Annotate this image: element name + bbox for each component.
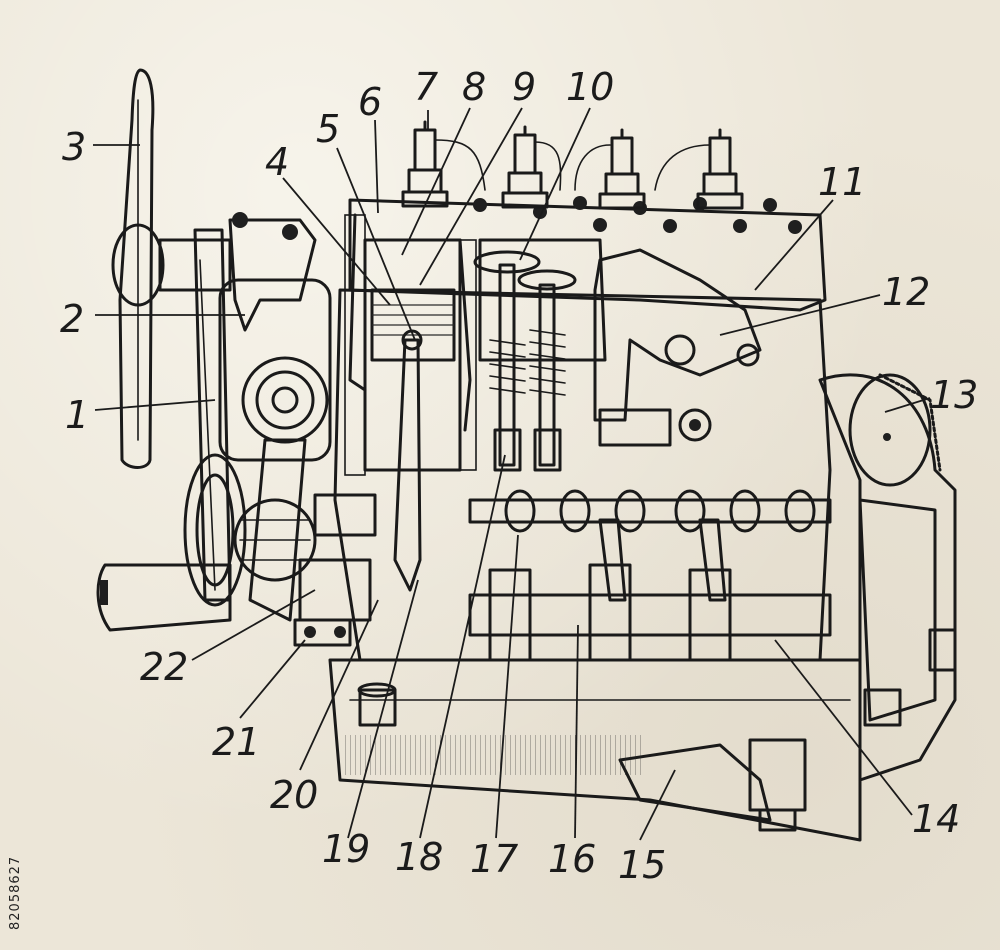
label-9: 9 — [512, 65, 536, 109]
label-16: 16 — [548, 837, 596, 881]
camshaft — [468, 489, 832, 533]
label-11: 11 — [818, 160, 866, 204]
label-5: 5 — [316, 107, 340, 151]
label-10: 10 — [566, 65, 614, 109]
label-17: 17 — [470, 837, 518, 881]
label-14: 14 — [912, 797, 960, 841]
label-8: 8 — [462, 65, 486, 109]
cylinder-cutaway — [344, 214, 477, 592]
label-22: 22 — [140, 645, 188, 689]
label-7: 7 — [414, 65, 438, 109]
manifold — [593, 248, 762, 447]
stock-id-watermark: 82058627 — [8, 855, 23, 930]
fan-and-pulleys — [96, 68, 377, 647]
label-21: 21 — [212, 720, 260, 764]
label-3: 3 — [62, 125, 86, 169]
oil-pan — [328, 658, 902, 842]
label-19: 19 — [322, 827, 370, 871]
label-6: 6 — [358, 80, 382, 124]
label-13: 13 — [930, 373, 978, 417]
label-15: 15 — [618, 843, 666, 887]
crankshaft — [468, 518, 832, 662]
label-1: 1 — [65, 393, 89, 437]
label-20: 20 — [270, 773, 318, 817]
valve-train — [473, 250, 577, 472]
label-2: 2 — [60, 297, 84, 341]
label-12: 12 — [882, 270, 930, 314]
leader-lines — [93, 107, 931, 841]
number-labels: 1 2 3 4 5 6 7 8 9 10 11 12 13 14 15 16 1… — [60, 65, 978, 887]
flywheel-housing — [818, 373, 957, 782]
label-18: 18 — [395, 835, 443, 879]
label-4: 4 — [265, 140, 289, 184]
spark-plugs — [401, 120, 744, 210]
